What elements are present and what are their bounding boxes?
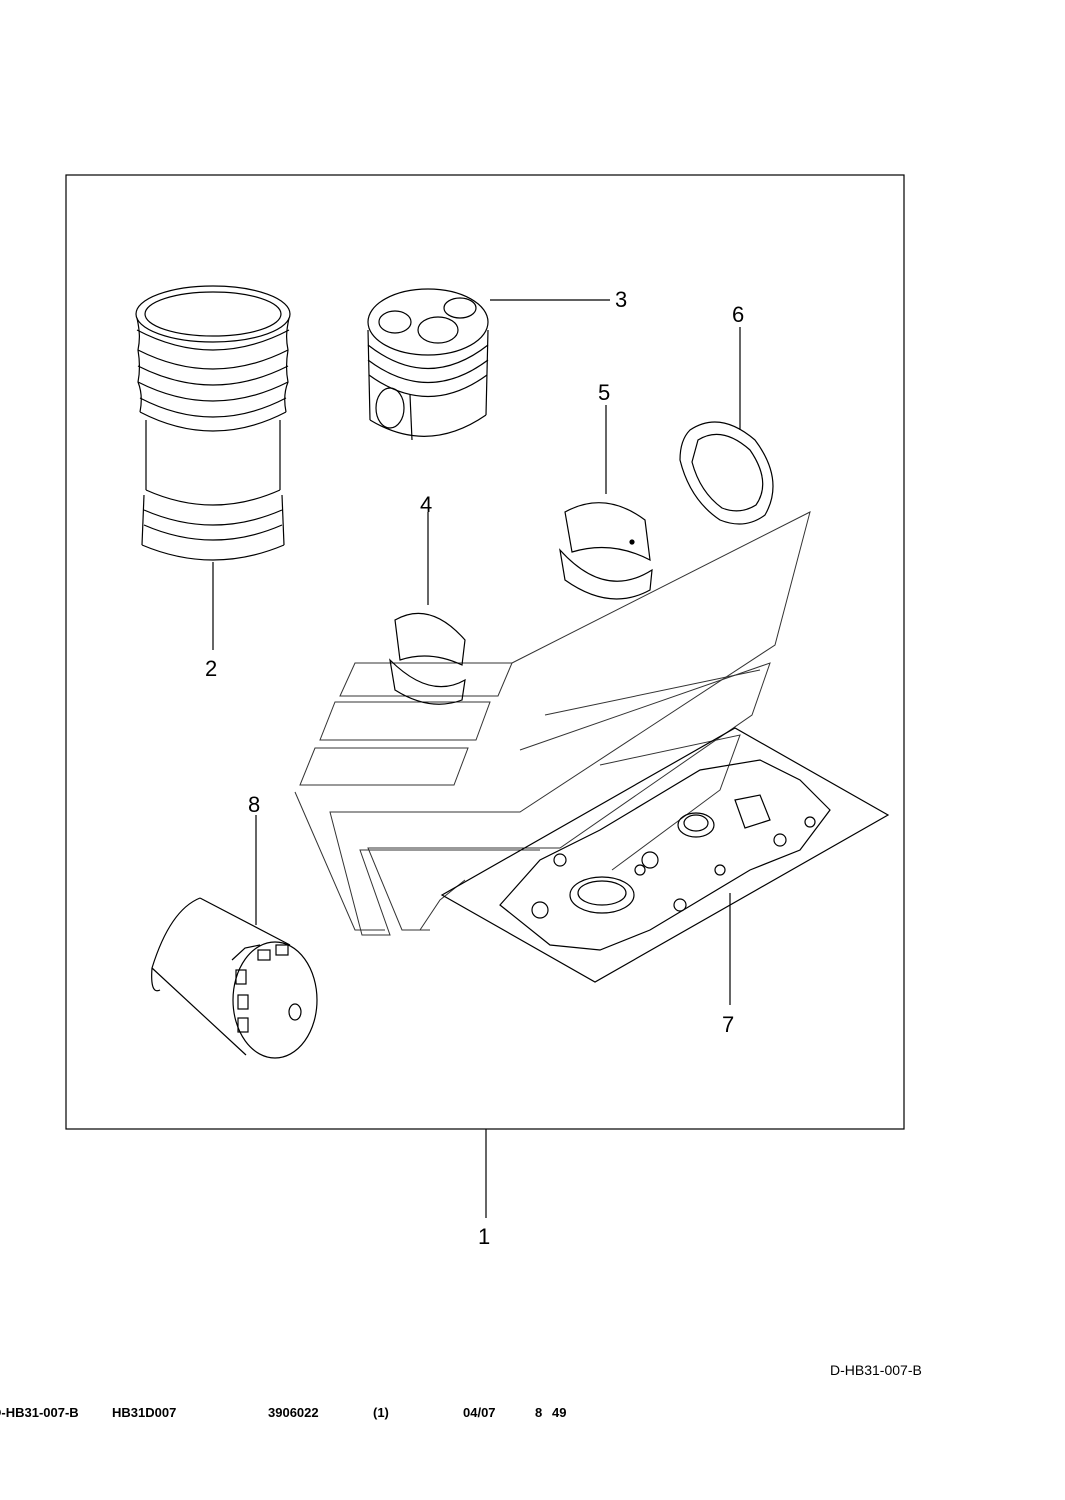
callout-4: 4 [420,492,432,517]
rod-bearing-part [389,512,466,705]
gasket-set-part [440,727,890,1005]
footer-code: HB31D007 [112,1405,177,1420]
callout-7: 7 [722,1012,734,1037]
callout-3: 3 [615,287,627,312]
footer-date: 04/07 [463,1405,496,1420]
piston-part [367,288,610,441]
thrust-washer-part [679,327,774,525]
footer-page-b: 49 [552,1405,567,1420]
callout-8: 8 [248,792,260,817]
footer-part-number: 3906022 [268,1405,319,1420]
oil-filter-part [151,815,318,1059]
kit-frame [65,174,905,1130]
drawing-reference-code: D-HB31-007-B [830,1362,922,1378]
footer-doc-id: D-HB31-007-B [0,1405,79,1420]
callout-5: 5 [598,380,610,405]
cylinder-liner-part [135,285,291,650]
main-bearing-part [559,405,653,600]
callout-1: 1 [478,1224,490,1249]
footer-quantity: (1) [373,1405,389,1420]
footer-page-a: 8 [535,1405,543,1420]
callout-6: 6 [732,302,744,327]
watermark-graphic [294,511,811,936]
callout-2: 2 [205,656,217,681]
